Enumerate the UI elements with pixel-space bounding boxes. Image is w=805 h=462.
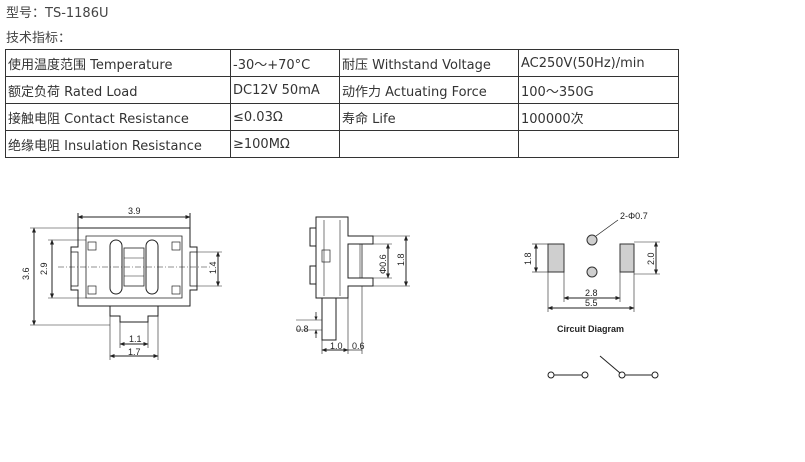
table-cell — [339, 130, 519, 158]
table-cell: ≤0.03Ω — [230, 103, 340, 131]
footprint-drawing — [532, 219, 660, 312]
dim-1-1: 1.1 — [129, 334, 142, 344]
dim-1-0: 1.0 — [330, 341, 343, 351]
dim-2-8: 2.8 — [585, 288, 598, 298]
table-row: 绝缘电阻 Insulation Resistance ≥100MΩ — [5, 130, 679, 158]
table-cell: ≥100MΩ — [230, 130, 340, 158]
table-cell: 动作力 Actuating Force — [339, 76, 519, 104]
hole-label: 2-Φ0.7 — [620, 211, 648, 221]
table-cell: 100～350G — [518, 76, 679, 104]
dim-1-4: 1.4 — [208, 261, 218, 274]
spec-title: 技术指标： — [6, 31, 72, 46]
table-cell — [518, 130, 679, 158]
table-row: 额定负荷 Rated Load DC12V 50mA 动作力 Actuating… — [5, 76, 679, 104]
table-cell: AC250V(50Hz)/min — [518, 49, 679, 77]
table-cell: DC12V 50mA — [230, 76, 340, 104]
dim-3-9: 3.9 — [128, 206, 141, 216]
dim-3-6: 3.6 — [21, 267, 31, 280]
dim-1-7: 1.7 — [128, 347, 141, 357]
dim-0-6: 0.6 — [352, 341, 365, 351]
dim-dia-0-6: Φ0.6 — [378, 254, 388, 274]
table-cell: 耐压 Withstand Voltage — [339, 49, 519, 77]
table-cell: 绝缘电阻 Insulation Resistance — [5, 130, 231, 158]
circuit-diagram-caption: Circuit Diagram — [557, 324, 624, 334]
dim-2-0: 2.0 — [646, 252, 656, 265]
dim-1-8: 1.8 — [396, 253, 406, 266]
table-row: 使用温度范围 Temperature -30～+70°C 耐压 Withstan… — [5, 49, 679, 77]
table-cell: 额定负荷 Rated Load — [5, 76, 231, 104]
dim-2-9: 2.9 — [39, 262, 49, 275]
model-line: 型号：TS-1186U — [6, 6, 109, 21]
side-view-drawing — [296, 216, 410, 354]
dim-1-8-footprint: 1.8 — [523, 252, 533, 265]
dim-5-5: 5.5 — [585, 298, 598, 308]
top-view-drawing — [30, 213, 222, 360]
table-cell: 使用温度范围 Temperature — [5, 49, 231, 77]
dim-0-8: 0.8 — [296, 324, 309, 334]
circuit-symbol — [547, 355, 659, 379]
spec-table: 使用温度范围 Temperature -30～+70°C 耐压 Withstan… — [5, 49, 679, 158]
